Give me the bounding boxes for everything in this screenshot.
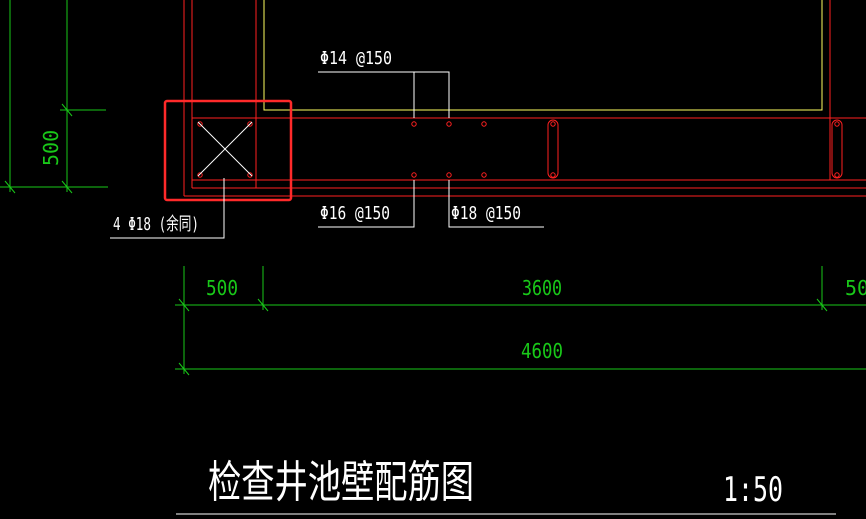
dim-3600: 3600	[522, 276, 562, 300]
corner-column-cross	[197, 121, 253, 177]
dim-4600: 4600	[521, 339, 563, 363]
dim-500: 500	[206, 276, 238, 300]
label-corner-rebar: 4 Φ18 (余同)	[113, 214, 199, 235]
rebar-dots	[197, 121, 840, 178]
inner-wall-line	[263, 0, 823, 111]
annotation-leaders	[110, 71, 544, 239]
wall-structure	[183, 0, 866, 197]
corner-highlight-box[interactable]	[163, 99, 293, 202]
left-vertical-dimension	[0, 0, 108, 194]
dim-50: 50	[845, 276, 866, 300]
drawing-title: 检查井池壁配筋图	[208, 457, 474, 508]
label-rebar-top: Φ14 @150	[320, 48, 392, 69]
label-rebar-bottom-right: Φ18 @150	[451, 203, 521, 224]
label-rebar-bottom-left: Φ16 @150	[320, 203, 390, 224]
dim-vertical-500: 500	[39, 130, 63, 166]
stirrups	[547, 119, 843, 179]
bottom-dimension-lines	[175, 266, 866, 376]
drawing-scale: 1:50	[723, 470, 783, 510]
